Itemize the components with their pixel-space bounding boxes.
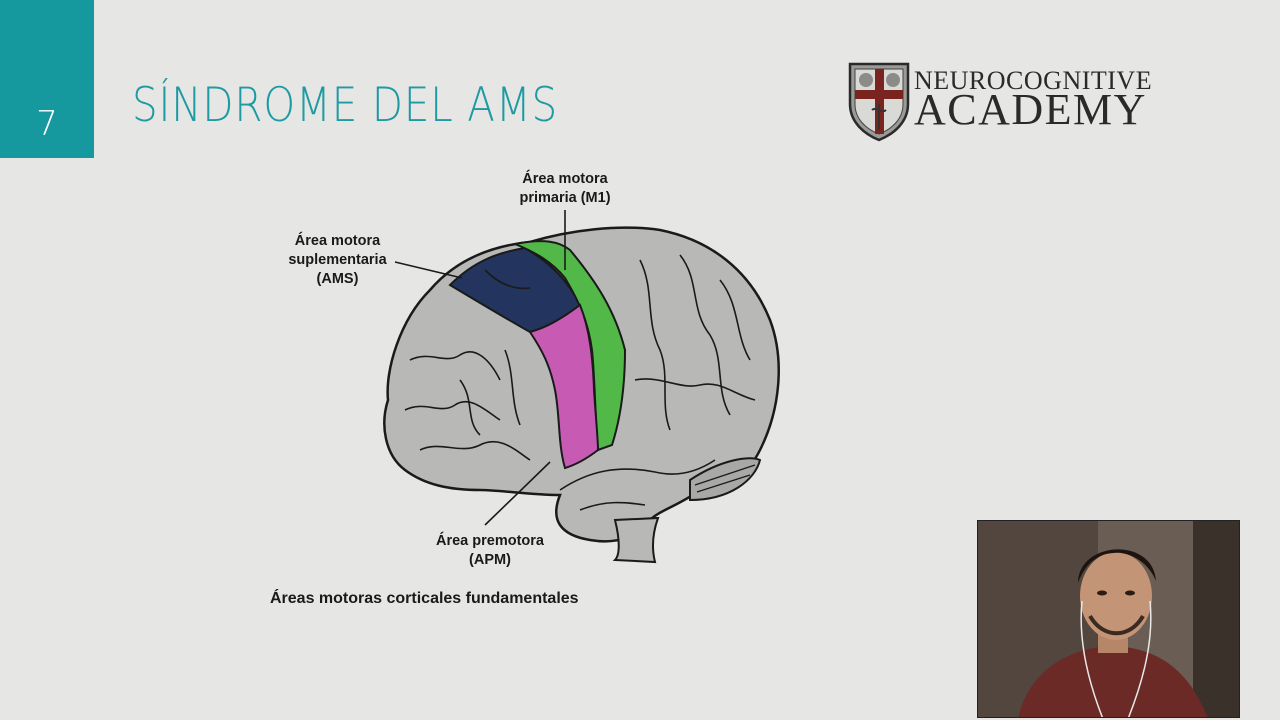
label-apm: Área premotora (APM): [436, 533, 544, 568]
presenter-video-icon: [978, 521, 1239, 717]
slide-title: SÍNDROME DEL AMS: [132, 78, 559, 133]
academy-logo: NEUROCOGNITIVE ACADEMY: [846, 60, 1166, 144]
leader-lines: [394, 210, 566, 526]
logo-text-line2: ACADEMY: [914, 85, 1147, 134]
presenter-webcam: [977, 520, 1240, 718]
logo-text-line1: NEUROCOGNITIVE: [914, 66, 1153, 95]
shield-icon: [848, 62, 910, 142]
slide-number-badge: 7: [0, 0, 94, 158]
figure-caption: Áreas motoras corticales fundamentales: [270, 590, 579, 607]
slide-number: 7: [36, 104, 58, 144]
label-m1: Área motora primaria (M1): [519, 171, 611, 206]
gyri-lines: [404, 254, 756, 511]
label-ams: Área motora suplementaria (AMS): [288, 233, 387, 287]
apm-region: [528, 303, 600, 470]
brain-illustration: [383, 210, 780, 564]
m1-region: [511, 240, 627, 452]
brain-diagram: Área motora primaria (M1) Área motora su…: [260, 160, 820, 620]
brain-stem: [612, 516, 660, 564]
